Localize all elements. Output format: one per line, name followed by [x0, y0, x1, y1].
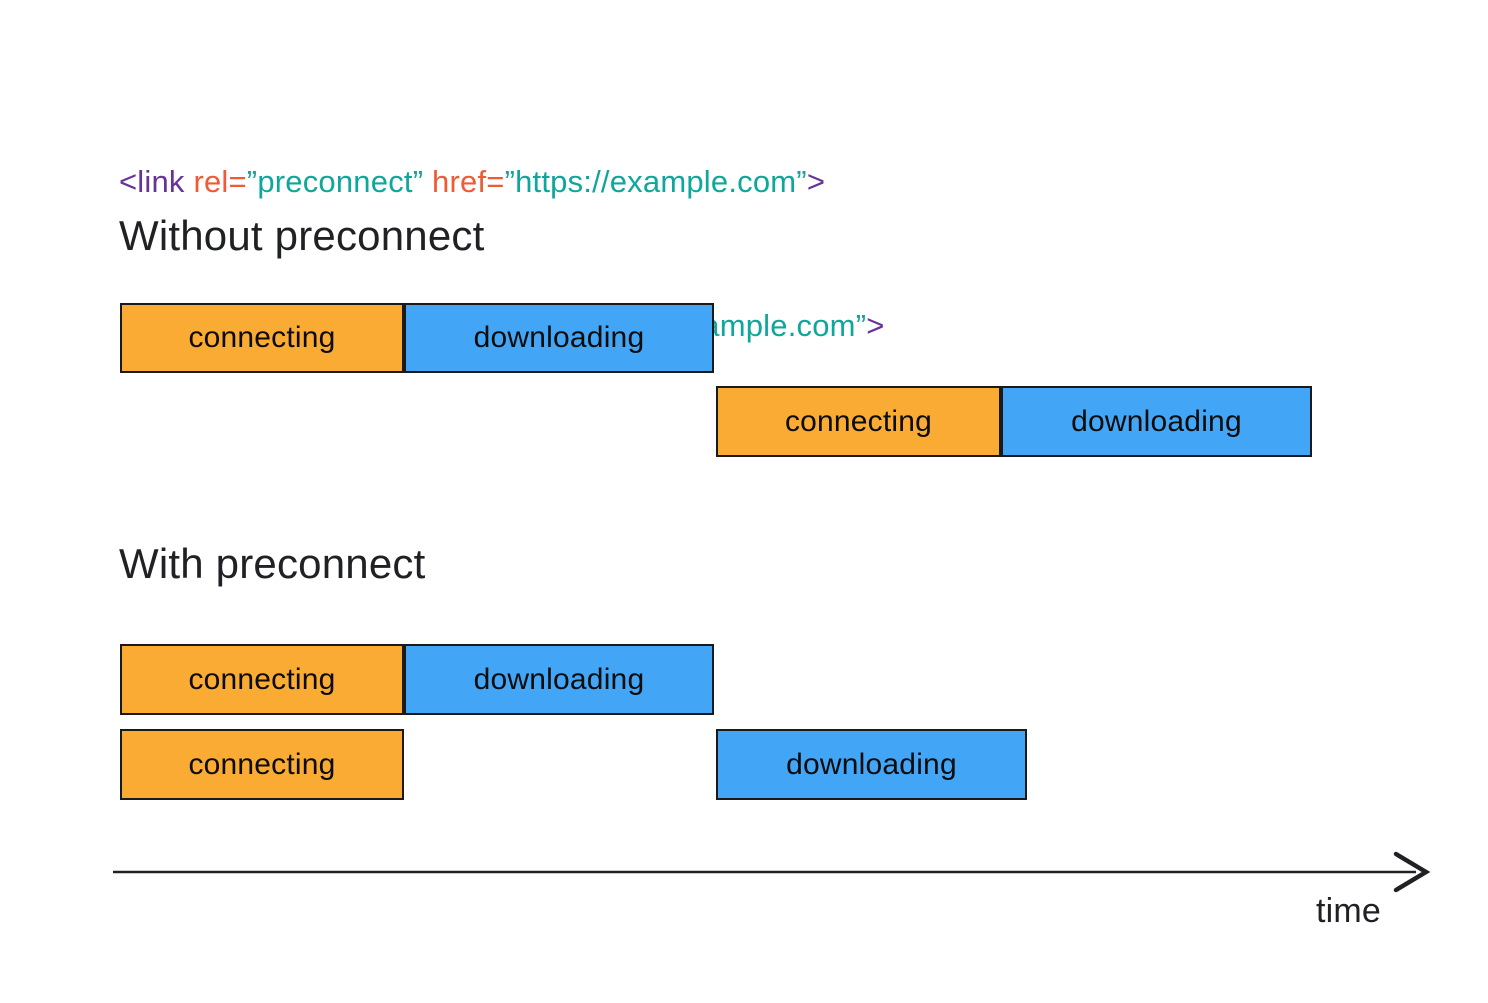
bar-label: downloading	[1071, 404, 1242, 438]
bar-connecting: connecting	[716, 386, 1001, 457]
bar-label: connecting	[188, 662, 336, 696]
bar-downloading: downloading	[716, 729, 1027, 800]
code-token-tag-open: <link	[119, 164, 185, 199]
bar-label: downloading	[473, 662, 645, 696]
section-title-with-preconnect: With preconnect	[119, 540, 426, 587]
code-token-attr-href: href=	[423, 164, 505, 199]
code-token-attr-rel: rel=	[184, 164, 247, 199]
bar-downloading: downloading	[1001, 386, 1312, 457]
code-token-value-href: ”https://example.com”	[504, 164, 807, 199]
code-token-tag-close: >	[866, 308, 885, 343]
bar-label: connecting	[188, 747, 336, 781]
bar-label: connecting	[188, 321, 336, 354]
arrow-right-icon	[1393, 851, 1431, 893]
bar-connecting: connecting	[120, 644, 404, 715]
bar-label: downloading	[473, 321, 645, 354]
bar-label: connecting	[784, 404, 933, 438]
time-axis-label: time	[1316, 892, 1382, 930]
time-axis	[113, 851, 1431, 893]
bar-connecting: connecting	[120, 729, 404, 800]
bar-downloading: downloading	[404, 644, 714, 715]
section-title-without-preconnect: Without preconnect	[119, 212, 485, 259]
bar-connecting: connecting	[120, 303, 404, 373]
code-token-tag-close: >	[806, 164, 826, 199]
code-token-value-rel: ”preconnect”	[246, 164, 424, 199]
bar-downloading: downloading	[404, 303, 714, 373]
code-line-1: <link rel=”preconnect” href=”https://exa…	[119, 158, 885, 206]
bar-label: downloading	[786, 747, 957, 781]
